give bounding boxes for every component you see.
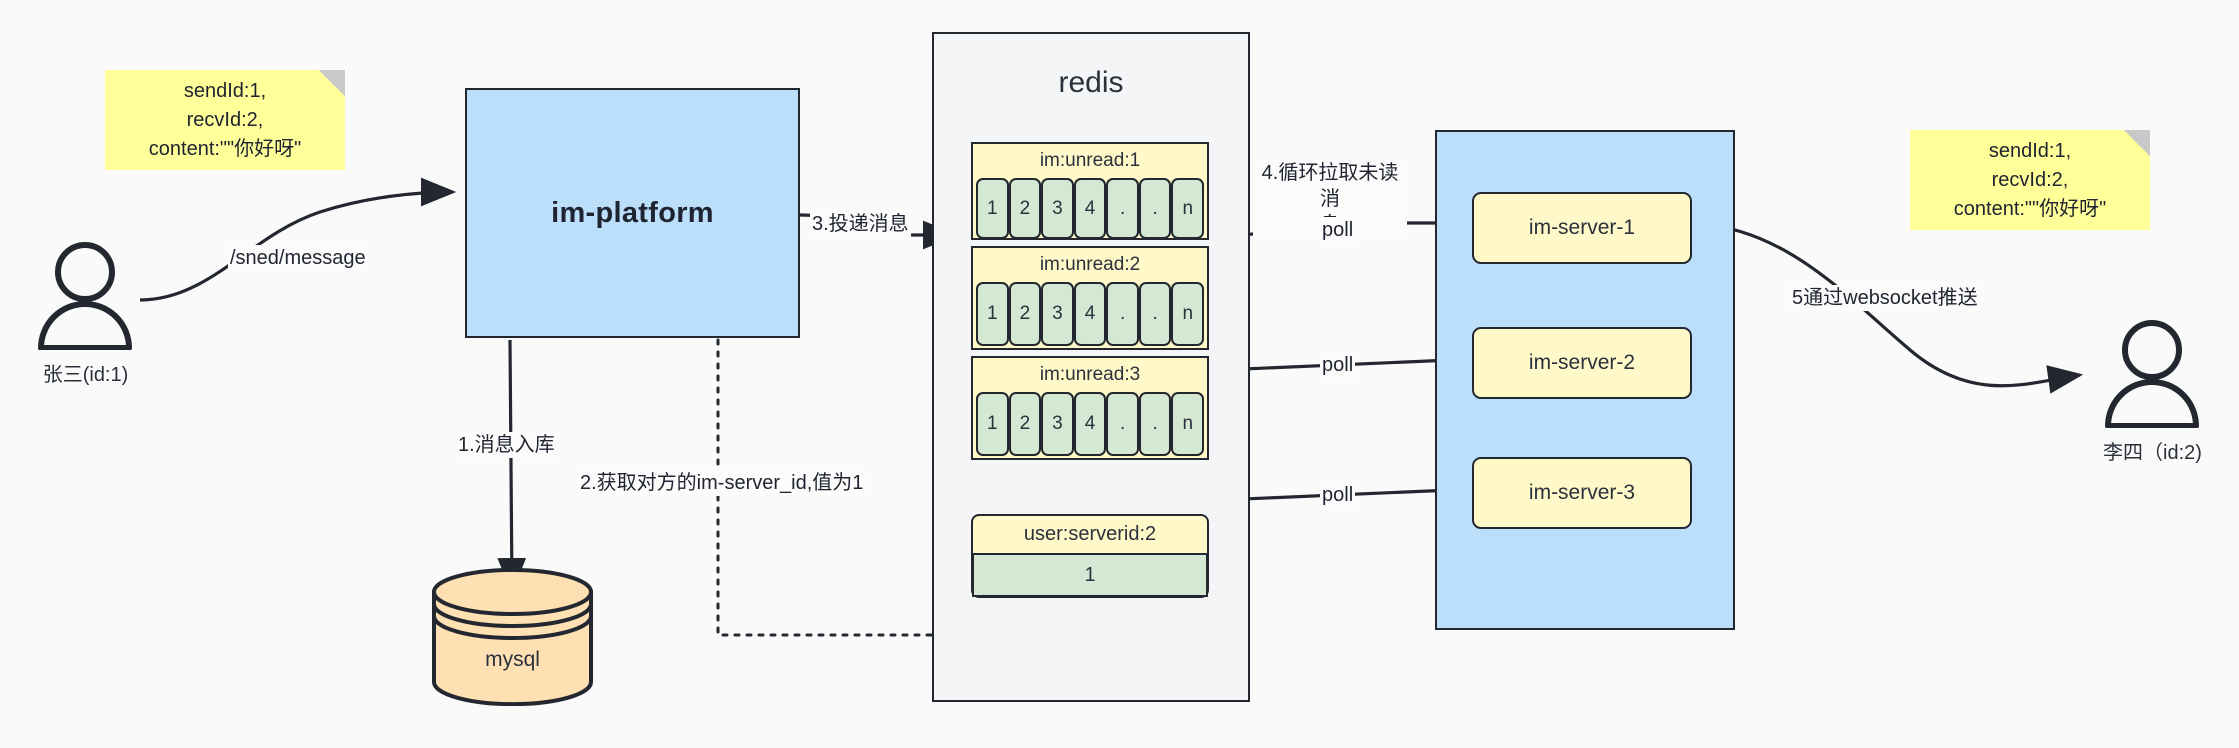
im-server-3-box[interactable]: im-server-3 — [1472, 457, 1692, 529]
note-left-text: sendId:1, recvId:2, content:""你好呀" — [148, 79, 302, 160]
redis-kv-key: user:serverid:2 — [1023, 523, 1157, 545]
actor-receiver: 李四（id:2) — [2100, 318, 2205, 464]
note-fold-icon — [319, 70, 345, 96]
edge-label-poll-1: poll — [1320, 217, 1356, 243]
redis-list-1-cells: 1 2 3 4 . . n — [976, 178, 1205, 239]
list-cell: . — [1106, 282, 1139, 346]
edge-label-send-message: /sned/message — [228, 245, 368, 271]
im-server-cluster: im-server-1 im-server-2 im-server-3 — [1435, 130, 1735, 630]
edge-label-step1: 1.消息入库 — [456, 432, 557, 458]
list-cell: 3 — [1041, 282, 1074, 346]
actor-receiver-label: 李四（id:2) — [2103, 442, 2202, 464]
redis-list-3[interactable]: im:unread:3 1 2 3 4 . . n — [971, 356, 1209, 460]
redis-list-1[interactable]: im:unread:1 1 2 3 4 . . n — [971, 142, 1209, 240]
im-platform-box[interactable]: im-platform — [465, 88, 800, 338]
list-cell: 4 — [1073, 282, 1107, 346]
list-cell: 1 — [976, 178, 1009, 239]
redis-container: redis im:unread:1 1 2 3 4 . . n im:unrea… — [932, 32, 1250, 702]
list-cell: 3 — [1041, 392, 1074, 456]
note-right: sendId:1, recvId:2, content:""你好呀" — [1910, 130, 2150, 230]
edge-step1 — [497, 339, 527, 594]
edge-label-step2: 2.获取对方的im-server_id,值为1 — [578, 470, 866, 496]
mysql-label: mysql — [485, 648, 540, 672]
redis-list-3-key: im:unread:3 — [1039, 364, 1141, 385]
list-cell: 4 — [1073, 392, 1107, 456]
database-cylinder-icon — [432, 568, 593, 707]
list-cell: 2 — [1008, 392, 1042, 456]
note-fold-icon — [2124, 130, 2150, 156]
person-icon — [2105, 320, 2199, 429]
actor-sender-label: 张三(id:1) — [42, 364, 129, 386]
redis-kv-value: 1 — [972, 553, 1208, 597]
redis-kv-user-serverid[interactable]: user:serverid:2 1 — [971, 514, 1209, 598]
list-cell: n — [1171, 282, 1205, 346]
list-cell: . — [1138, 178, 1172, 239]
redis-list-3-cells: 1 2 3 4 . . n — [976, 392, 1205, 456]
note-left: sendId:1, recvId:2, content:""你好呀" — [105, 70, 345, 170]
edge-label-step3: 3.投递消息 — [810, 211, 911, 237]
list-cell: 2 — [1008, 282, 1042, 346]
redis-list-2-key: im:unread:2 — [1039, 254, 1141, 275]
mysql-database[interactable]: mysql — [430, 568, 595, 707]
im-platform-label: im-platform — [551, 196, 714, 229]
list-cell: . — [1106, 392, 1139, 456]
person-icon — [38, 242, 132, 351]
list-cell: n — [1171, 392, 1205, 456]
list-cell: 4 — [1073, 178, 1107, 239]
redis-list-2-cells: 1 2 3 4 . . n — [976, 282, 1205, 346]
im-server-1-box[interactable]: im-server-1 — [1472, 192, 1692, 264]
redis-title: redis — [1058, 66, 1124, 99]
redis-list-2[interactable]: im:unread:2 1 2 3 4 . . n — [971, 246, 1209, 350]
edge-label-step5: 5通过websocket推送 — [1790, 285, 1980, 311]
im-server-2-box[interactable]: im-server-2 — [1472, 327, 1692, 399]
note-right-text: sendId:1, recvId:2, content:""你好呀" — [1953, 139, 2107, 220]
edge-label-poll-2: poll — [1320, 352, 1356, 378]
redis-list-1-key: im:unread:1 — [1039, 150, 1141, 171]
list-cell: . — [1138, 392, 1172, 456]
list-cell: 1 — [976, 282, 1009, 346]
im-server-1-label: im-server-1 — [1528, 216, 1636, 239]
list-cell: 1 — [976, 392, 1009, 456]
list-cell: n — [1171, 178, 1205, 239]
edge-label-poll-3: poll — [1320, 482, 1356, 508]
list-cell: . — [1138, 282, 1172, 346]
list-cell: . — [1106, 178, 1139, 239]
list-cell: 2 — [1008, 178, 1042, 239]
list-cell: 3 — [1041, 178, 1074, 239]
im-server-3-label: im-server-3 — [1528, 481, 1636, 504]
actor-sender: 张三(id:1) — [33, 240, 138, 386]
im-server-2-label: im-server-2 — [1528, 351, 1636, 374]
